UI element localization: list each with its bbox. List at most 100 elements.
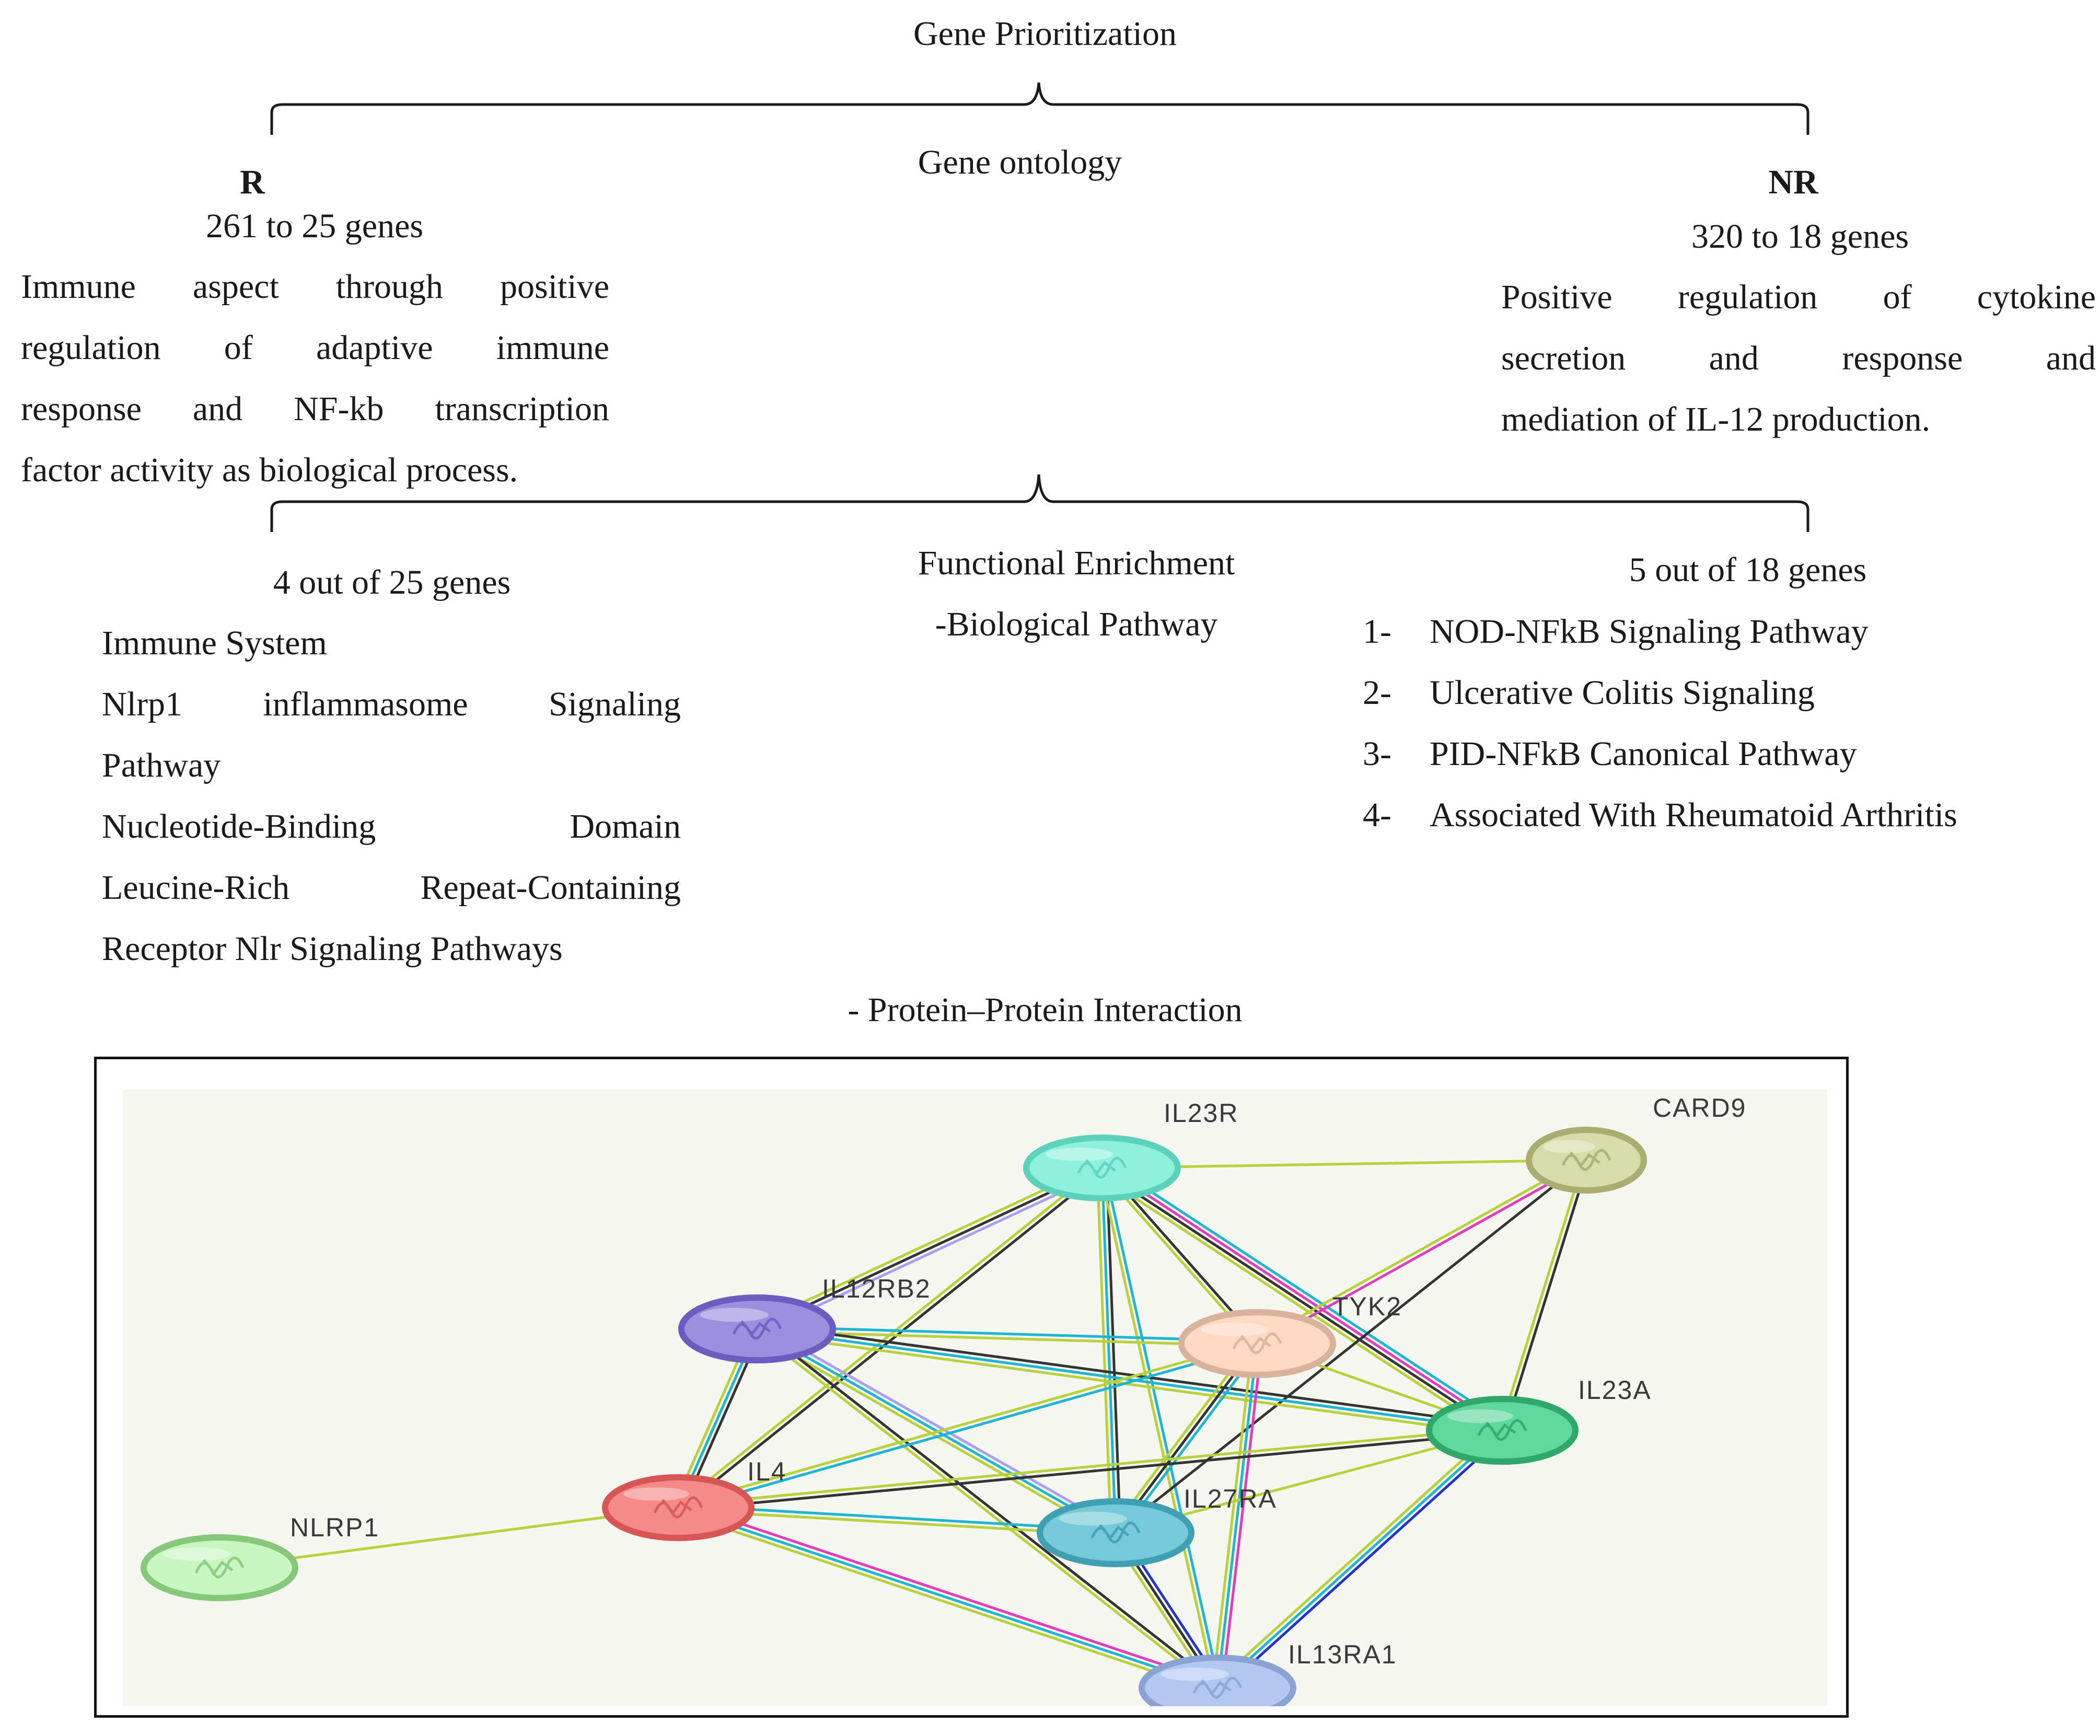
edge-il23a-il4-coexpression <box>677 1431 1504 1511</box>
node-il12rb2[interactable] <box>678 1294 836 1363</box>
r-label: R <box>240 163 265 201</box>
edge-il12rb2-il13ra1-textmining <box>754 1329 1217 1692</box>
biological-pathway-heading: -Biological Pathway <box>935 605 1218 643</box>
nr-ontology-line: Positive regulation of cytokine <box>1501 278 2096 316</box>
middle-bracket <box>270 474 1809 532</box>
edge-il23a-il13ra1-textmining <box>1213 1425 1501 1686</box>
node-circle-il13ra1[interactable] <box>1139 1654 1296 1706</box>
node-card9[interactable] <box>1526 1127 1647 1194</box>
node-label-il12rb2: IL12RB2 <box>822 1274 931 1303</box>
edge-il12rb2-tyk2-textmining <box>756 1329 1259 1347</box>
edge-il23a-il13ra1-database <box>1216 1429 1504 1689</box>
nr-pathway-label: Associated With Rheumatoid Arthritis <box>1430 796 1957 834</box>
nr-pathway-number: 3- <box>1363 735 1391 773</box>
nr-gene-count: 320 to 18 genes <box>1691 217 1909 256</box>
protein-structure-icon <box>732 1317 782 1340</box>
node-label-il23a: IL23A <box>1578 1375 1652 1405</box>
edge-il23r-il23a-textmining <box>1097 1172 1500 1438</box>
node-nlrp1[interactable] <box>141 1534 298 1601</box>
edge-card9-tyk2-experiment <box>1257 1161 1589 1347</box>
gene-ontology-heading: Gene ontology <box>918 143 1122 181</box>
r-ontology-description: Immune aspect through positive regulatio… <box>21 256 609 501</box>
node-label-il13ra1: IL13RA1 <box>1288 1640 1397 1669</box>
node-highlight <box>1447 1409 1513 1423</box>
node-highlight <box>163 1547 231 1561</box>
r-enrichment-count: 4 out of 25 genes <box>273 563 511 601</box>
edge-il23r-il23a-experiment <box>1101 1164 1505 1430</box>
node-highlight <box>700 1307 769 1322</box>
protein-structure-icon <box>1477 1419 1527 1441</box>
r-ontology-line: response and NF-kb transcription <box>21 390 609 428</box>
edge-il23a-il4-textmining <box>677 1427 1504 1507</box>
ppi-heading: - Protein–Protein Interaction <box>848 991 1243 1029</box>
node-il4[interactable] <box>602 1474 755 1541</box>
edge-il12rb2-il13ra1-coexpression <box>757 1325 1221 1687</box>
edge-il12rb2-il23a-textmining <box>755 1332 1503 1437</box>
edge-il23r-il4-coexpression <box>678 1168 1105 1511</box>
ppi-edge-layer <box>218 1156 1590 1694</box>
edge-il4-il13ra1-textmining <box>675 1511 1217 1694</box>
bracket-layer <box>270 82 1809 532</box>
edge-il23r-il13ra1-textmining <box>1098 1167 1217 1690</box>
nr-pathway-item: 3- PID-NFkB Canonical Pathway <box>1363 723 1957 784</box>
ppi-network-background <box>123 1090 1827 1706</box>
edge-tyk2-il13ra1-experiment <box>1221 1342 1263 1690</box>
node-label-il4: IL4 <box>747 1457 787 1486</box>
protein-structure-icon <box>653 1496 703 1519</box>
edge-il23r-il12rb2-textmining <box>753 1162 1101 1326</box>
node-highlight <box>1200 1322 1269 1337</box>
r-pathway-line: Leucine-Rich Repeat-Containing <box>102 869 681 907</box>
edge-il12rb2-tyk2-database <box>756 1325 1259 1343</box>
edge-card9-tyk2-textmining <box>1255 1156 1587 1343</box>
node-highlight <box>1543 1140 1595 1153</box>
node-il23r[interactable] <box>1023 1135 1181 1201</box>
node-il23a[interactable] <box>1426 1396 1579 1465</box>
r-pathway-list: Immune System Nlrp1 inflammasome Signali… <box>102 612 681 979</box>
edge-il12rb2-il27ra-homology <box>758 1323 1119 1530</box>
node-tyk2[interactable] <box>1178 1309 1336 1378</box>
protein-structure-icon <box>1077 1156 1127 1179</box>
r-pathway-line: Nucleotide-Binding Domain <box>102 807 681 846</box>
r-ontology-line: regulation of adaptive immune <box>21 329 609 367</box>
node-il13ra1[interactable] <box>1139 1654 1296 1706</box>
node-label-il27ra: IL27RA <box>1184 1484 1277 1513</box>
r-gene-count: 261 to 25 genes <box>205 207 424 245</box>
functional-enrichment-heading: Functional Enrichment <box>918 544 1235 582</box>
nr-label: NR <box>1768 163 1818 201</box>
edge-il12rb2-il27ra-textmining <box>753 1332 1115 1538</box>
nr-pathway-item: 1- NOD-NFkB Signaling Pathway <box>1363 601 1957 662</box>
edge-il4-il13ra1-database <box>677 1506 1219 1689</box>
r-pathway-line: Immune System <box>102 624 327 662</box>
nr-pathway-label: Ulcerative Colitis Signaling <box>1430 674 1815 712</box>
edge-card9-il23a-coexpression <box>1503 1159 1590 1432</box>
edge-tyk2-il4-database <box>677 1344 1259 1511</box>
node-label-il23r: IL23R <box>1164 1098 1238 1128</box>
node-highlight <box>1059 1511 1127 1526</box>
node-highlight <box>1161 1668 1229 1681</box>
nr-pathway-item: 2- Ulcerative Colitis Signaling <box>1363 662 1957 723</box>
r-ontology-line: Immune aspect through positive <box>21 268 609 306</box>
edge-il4-il13ra1-experiment <box>678 1501 1221 1685</box>
edge-il12rb2-il23a-database <box>756 1327 1504 1432</box>
r-pathway-line: Pathway <box>102 746 221 784</box>
nr-pathway-number: 4- <box>1363 796 1391 834</box>
edge-il23r-il27ra-textmining <box>1096 1166 1112 1534</box>
nr-pathway-list: 1- NOD-NFkB Signaling Pathway 2- Ulcerat… <box>1363 601 1957 846</box>
nr-enrichment-count: 5 out of 18 genes <box>1629 551 1867 589</box>
protein-structure-icon <box>194 1556 245 1579</box>
r-pathway-line: Nlrp1 inflammasome Signaling <box>102 685 681 723</box>
nr-ontology-description: Positive regulation of cytokine secretio… <box>1501 267 2096 450</box>
nr-pathway-number: 1- <box>1363 612 1391 651</box>
edge-il23r-il27ra-coexpression <box>1105 1166 1122 1534</box>
edge-card9-il23a-textmining <box>1499 1158 1586 1431</box>
top-bracket <box>270 82 1809 135</box>
edge-il23r-il23a-coexpression <box>1099 1168 1503 1434</box>
edge-card9-il27ra-coexpression <box>1114 1159 1588 1534</box>
nr-ontology-line: mediation of IL-12 production. <box>1501 400 1931 438</box>
nr-pathway-item: 4- Associated With Rheumatoid Arthritis <box>1363 784 1957 846</box>
node-il27ra[interactable] <box>1037 1498 1194 1567</box>
edge-il23a-il13ra1-cooccurrence <box>1219 1432 1507 1693</box>
